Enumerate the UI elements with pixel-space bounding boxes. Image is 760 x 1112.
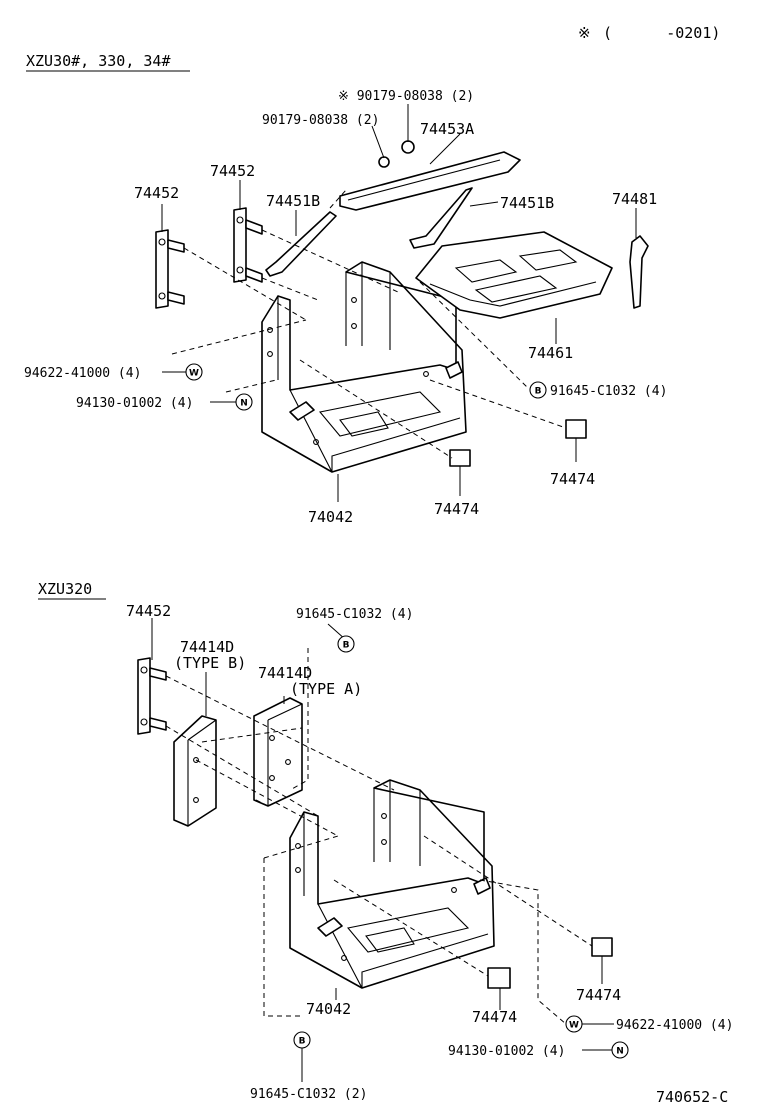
label-nut-n-lower: 94130-01002 (4) [448,1044,565,1059]
nut-n-symbol-lower-label: N [616,1047,624,1057]
label-clamp-upper: 74453A [420,120,474,138]
bolt-b-symbol-lower-top-label: B [343,641,350,651]
stay-type-b [173,715,217,827]
label-nut-upper: 90179-08038 (2) [262,113,379,128]
washer-symbol-upper [185,363,203,381]
note-text: ( -0201) [603,24,720,42]
label-stay-type-a-part: 74414D [258,664,312,682]
label-bracket-left-upper: 74452 [134,184,179,202]
lower-header: XZU320 [38,580,92,598]
label-stay-type-b-part: 74414D [180,638,234,656]
bracket-mid-upper [233,207,263,283]
label-pad-right-lower: 74474 [576,986,621,1004]
bolt-b-symbol-upper [529,381,547,399]
battery-carrier-upper [261,261,467,473]
label-carrier-lower: 74042 [306,1000,351,1018]
bolt-b-symbol-upper-label: B [535,387,542,397]
nut-n-symbol-upper [235,393,253,411]
label-washer-lower: 94622-41000 (4) [616,1018,733,1033]
pad-bottom-upper [449,449,471,467]
bracket-left-upper [155,229,185,309]
stay-type-a [253,697,303,807]
pad-right-upper [565,419,587,439]
label-stay-type-a: (TYPE A) [290,680,362,698]
washer-symbol-upper-label: W [189,369,199,379]
label-pad-right-upper: 74474 [550,470,595,488]
label-cover-upper: 74461 [528,344,573,362]
label-bracket-lower: 74452 [126,602,171,620]
battery-cover-upper [415,231,613,319]
rod-left-upper [265,211,337,277]
battery-carrier-lower [289,779,495,989]
pad-mid-lower [487,967,511,989]
label-bolt-top-lower: 91645-C1032 (4) [296,607,413,622]
label-hook-upper: 74481 [612,190,657,208]
nut-n-symbol-upper-label: N [240,399,248,409]
nut-upper-a [378,156,390,168]
label-rod-left-upper: 74451B [266,192,320,210]
label-bracket-mid-upper: 74452 [210,162,255,180]
nut-n-symbol-lower [611,1041,629,1059]
upper-section: XZU30#, 330, 34# [24,52,667,526]
hook-upper [629,235,649,309]
washer-symbol-lower [565,1015,583,1033]
label-washer-upper: 94622-41000 (4) [24,366,141,381]
diagram-code: 740652-C [656,1088,728,1106]
bolt-b-symbol-lower-bottom-label: B [299,1037,306,1047]
lower-section: XZU320 [38,580,733,1102]
label-nut-marked-upper: ※ 90179-08038 (2) [338,89,474,104]
rod-right-upper [409,187,473,249]
label-bolt-b-upper: 91645-C1032 (4) [550,384,667,399]
bracket-lower [137,657,167,735]
clamp-upper [339,151,521,211]
upper-header: XZU30#, 330, 34# [26,52,171,70]
label-pad-bottom-upper: 74474 [434,500,479,518]
nut-upper-b [401,140,415,154]
label-nut-n-upper: 94130-01002 (4) [76,396,193,411]
bolt-b-symbol-lower-bottom [293,1031,311,1049]
note-mark: ※ [578,24,591,42]
label-bolt-bottom-lower: 91645-C1032 (2) [250,1087,367,1102]
washer-symbol-lower-label: W [569,1021,579,1031]
label-carrier-upper: 74042 [308,508,353,526]
label-stay-type-b: (TYPE B) [174,654,246,672]
label-rod-right-upper: 74451B [500,194,554,212]
bolt-b-symbol-lower-top [337,635,355,653]
label-pad-mid-lower: 74474 [472,1008,517,1026]
pad-right-lower [591,937,613,957]
